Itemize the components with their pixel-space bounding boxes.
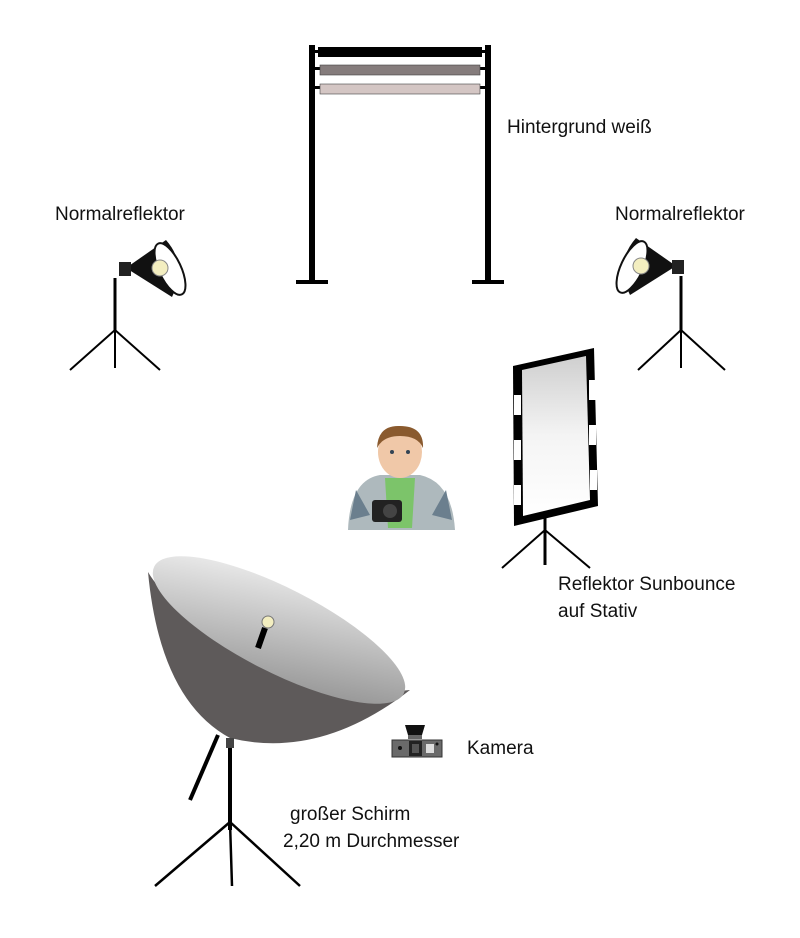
label-umbrella: großer Schirm — [290, 804, 411, 825]
large-umbrella — [148, 556, 410, 887]
camera-icon — [391, 725, 443, 758]
background-stand — [296, 45, 504, 284]
label-sunbounce: Reflektor Sunbounce — [558, 574, 736, 595]
left-reflector-lamp — [69, 240, 187, 371]
right-reflector-lamp — [615, 238, 726, 371]
label-background: Hintergrund weiß — [507, 117, 652, 138]
label-umbrella-diameter: 2,20 m Durchmesser — [283, 831, 460, 852]
backdrop-roll-black — [318, 47, 482, 57]
label-camera: Kamera — [467, 738, 534, 759]
backdrop-roll-white — [319, 83, 481, 95]
label-reflector-left: Normalreflektor — [55, 204, 185, 225]
label-reflector-right: Normalreflektor — [615, 204, 745, 225]
sunbounce-reflector — [501, 348, 598, 569]
child-subject — [348, 425, 455, 530]
backdrop-roll-gray — [319, 64, 481, 76]
label-sunbounce-stand: auf Stativ — [558, 601, 638, 622]
